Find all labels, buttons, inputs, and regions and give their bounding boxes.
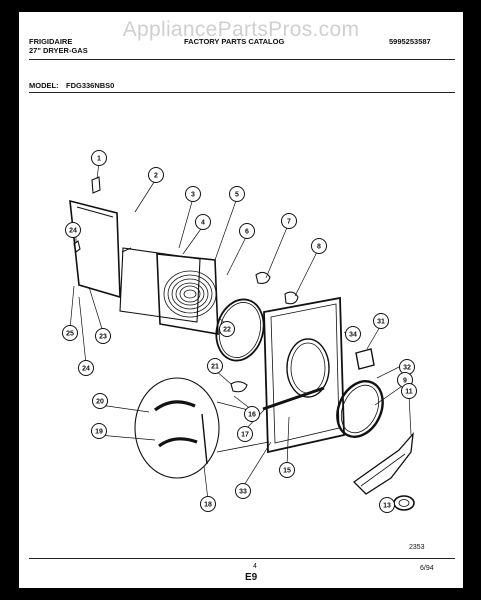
svg-text:6: 6: [245, 229, 249, 236]
svg-text:24: 24: [82, 366, 90, 373]
brand-name: FRIGIDAIRE: [29, 37, 73, 46]
callout-32: 32: [399, 359, 415, 375]
callout-2: 2: [148, 167, 164, 183]
svg-text:3: 3: [191, 192, 195, 199]
callout-5: 5: [229, 186, 245, 202]
footer-rule: [29, 558, 455, 559]
watermark: AppliancePartsPros.com: [122, 18, 360, 41]
svg-text:7: 7: [287, 219, 291, 226]
callout-3: 3: [185, 186, 201, 202]
svg-text:5: 5: [235, 192, 239, 199]
callout-15: 15: [279, 462, 295, 478]
model-rule: [29, 92, 455, 93]
callout-34: 34: [345, 326, 361, 342]
part-bracket: [230, 381, 248, 393]
callout-13: 13: [379, 497, 395, 513]
catalog-title: FACTORY PARTS CATALOG: [184, 37, 285, 46]
callout-7: 7: [281, 213, 297, 229]
product-name: 27" DRYER-GAS: [29, 46, 88, 55]
callout-20: 20: [92, 393, 108, 409]
part-clip: [91, 176, 101, 194]
part-front-panel: [263, 296, 345, 454]
callout-18: 18: [200, 496, 216, 512]
svg-text:15: 15: [283, 468, 291, 475]
parts-catalog-page: AppliancePartsPros.com FRIGIDAIRE 27" DR…: [19, 12, 463, 588]
part-door-spiral: [163, 270, 217, 318]
model-number: FDG336NBS0: [66, 81, 115, 90]
svg-text:4: 4: [201, 220, 205, 227]
drawing-number: 2353: [409, 544, 425, 551]
part-front-opening: [286, 338, 330, 398]
callout-11: 11: [401, 383, 417, 399]
part-drum-seal: [336, 380, 384, 438]
svg-text:22: 22: [223, 327, 231, 334]
part-latch: [284, 291, 299, 305]
callout-33: 33: [235, 483, 251, 499]
part-hinge: [255, 271, 271, 284]
callout-4: 4: [195, 214, 211, 230]
svg-text:2: 2: [154, 173, 158, 180]
svg-text:32: 32: [403, 365, 411, 372]
part-door-panel: [69, 199, 121, 299]
part-door-seal: [215, 298, 265, 362]
svg-text:13: 13: [383, 503, 391, 510]
part-filter-cap: [355, 348, 375, 370]
callout-23: 23: [95, 328, 111, 344]
part-door-assembly: [156, 253, 219, 335]
callout-17: 17: [237, 426, 253, 442]
svg-text:20: 20: [96, 399, 104, 406]
model-label: MODEL:: [29, 81, 59, 90]
svg-text:31: 31: [377, 319, 385, 326]
section-label: E9: [245, 572, 258, 583]
catalog-number: 5995253587: [389, 37, 431, 46]
callout-8: 8: [311, 238, 327, 254]
part-duct: [352, 432, 414, 495]
svg-text:11: 11: [405, 389, 413, 396]
callout-25: 25: [62, 325, 78, 341]
svg-text:1: 1: [97, 156, 101, 163]
part-screw: [73, 240, 81, 253]
svg-text:17: 17: [241, 432, 249, 439]
svg-text:24: 24: [69, 228, 77, 235]
callout-31: 31: [373, 313, 389, 329]
svg-text:34: 34: [349, 332, 357, 339]
svg-text:33: 33: [239, 489, 247, 496]
callout-16: 16: [244, 406, 260, 422]
part-grommet: [393, 495, 415, 511]
svg-text:25: 25: [66, 331, 74, 338]
page-number: 4: [253, 563, 257, 570]
detail-circle: [134, 377, 220, 479]
svg-text:16: 16: [248, 412, 256, 419]
svg-text:19: 19: [95, 429, 103, 436]
header-rule: [29, 59, 455, 60]
svg-text:18: 18: [204, 502, 212, 509]
svg-text:23: 23: [99, 334, 107, 341]
callout-1: 1: [91, 150, 107, 166]
svg-text:8: 8: [317, 244, 321, 251]
svg-text:21: 21: [211, 364, 219, 371]
exploded-parts-diagram: 1234567824252324222120191817161533343132…: [62, 150, 417, 513]
catalog-date: 6/94: [420, 565, 434, 572]
callout-6: 6: [239, 223, 255, 239]
callout-22: 22: [219, 321, 235, 337]
callout-21: 21: [207, 358, 223, 374]
callout-24: 24: [78, 360, 94, 376]
svg-text:9: 9: [403, 378, 407, 385]
callout-24: 24: [65, 222, 81, 238]
callout-19: 19: [91, 423, 107, 439]
